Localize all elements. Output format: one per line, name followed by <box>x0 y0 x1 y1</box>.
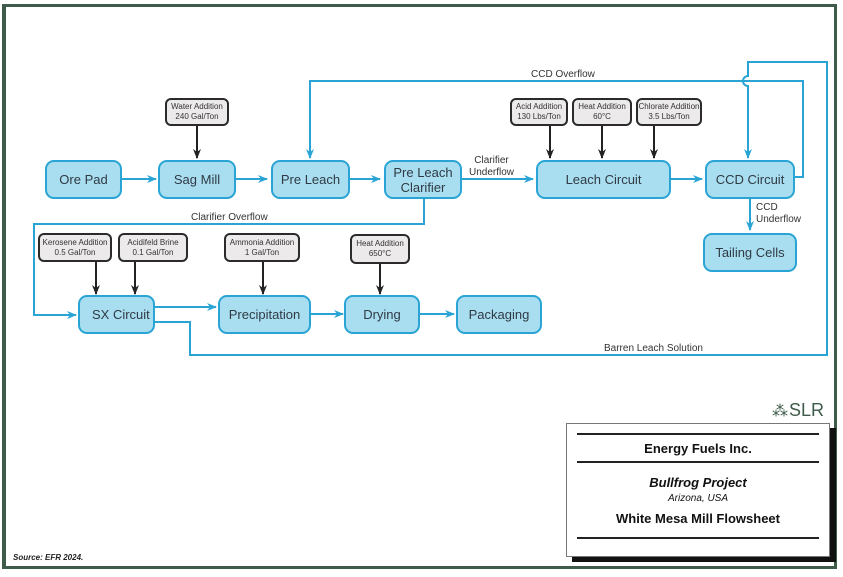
addition-name: Ammonia Addition <box>229 237 295 247</box>
node-label: Clarifier <box>400 179 446 195</box>
addition-acid: Acid Addition 130 Lbs/Ton <box>510 98 568 126</box>
node-sx-circuit: SX Circuit <box>78 295 155 334</box>
node-ore-pad: Ore Pad <box>45 160 122 199</box>
source-note: Source: EFR 2024. <box>13 553 84 562</box>
page-frame <box>2 4 837 569</box>
node-label: SX Circuit <box>92 307 150 322</box>
node-label: Leach Circuit <box>565 172 642 187</box>
addition-value: 0.1 Gal/Ton <box>132 247 174 257</box>
node-sag-mill: Sag Mill <box>158 160 236 199</box>
node-packaging: Packaging <box>456 295 542 334</box>
node-label: Pre Leach <box>393 164 453 180</box>
node-label: Packaging <box>468 307 530 322</box>
flow-ccd-overflow <box>306 80 804 178</box>
title-rule-bottom <box>577 537 819 539</box>
addition-heat-60: Heat Addition 60°C <box>572 98 632 126</box>
addition-name: Chlorate Addition <box>638 102 700 111</box>
addition-name: Heat Addition <box>356 239 404 248</box>
addition-name: Heat Addition <box>578 102 626 111</box>
node-tailing-cells: Tailing Cells <box>703 233 797 272</box>
project-location: Arizona, USA <box>667 493 729 504</box>
node-label: Sag Mill <box>173 172 221 187</box>
addition-ammonia: Ammonia Addition 1 Gal/Ton <box>224 233 300 262</box>
addition-name: Kerosene Addition <box>42 237 108 247</box>
label-line: Clarifier <box>474 155 509 166</box>
title-rule-top <box>577 433 819 435</box>
addition-value: 240 Gal/Ton <box>175 112 219 121</box>
addition-heat-650: Heat Addition 650°C <box>350 234 410 264</box>
figure-title: White Mesa Mill Flowsheet <box>616 511 780 526</box>
label-ccd-overflow: CCD Overflow <box>531 69 595 80</box>
slr-logo: ⁂SLR <box>772 400 824 421</box>
slr-logo-text: SLR <box>789 400 825 420</box>
addition-value: 60°C <box>593 112 611 121</box>
node-label: Drying <box>363 307 401 322</box>
node-label: CCD Circuit <box>715 172 785 187</box>
node-ccd-circuit: CCD Circuit <box>705 160 795 199</box>
node-label: Precipitation <box>228 307 301 322</box>
title-rule-mid <box>577 461 819 463</box>
addition-name: Acidifeld Brine <box>127 237 179 247</box>
label-line: CCD <box>756 202 778 213</box>
addition-name: Acid Addition <box>515 102 563 111</box>
node-precipitation: Precipitation <box>218 295 311 334</box>
addition-value: 3.5 Lbs/Ton <box>648 112 690 121</box>
label-clarifier-underflow: Clarifier Underflow <box>469 155 514 179</box>
addition-chlorate: Chlorate Addition 3.5 Lbs/Ton <box>636 98 702 126</box>
project-name: Bullfrog Project <box>649 475 747 490</box>
addition-name: Water Addition <box>171 102 223 111</box>
label-line: Underflow <box>756 214 802 225</box>
node-pre-leach: Pre Leach <box>271 160 350 199</box>
node-label: Pre Leach <box>280 172 341 187</box>
node-drying: Drying <box>344 295 420 334</box>
company-name: Energy Fuels Inc. <box>644 441 752 456</box>
title-block: Energy Fuels Inc. Bullfrog Project Arizo… <box>566 423 830 557</box>
label-line: Underflow <box>469 167 515 178</box>
slr-logo-icon: ⁂ <box>772 403 788 420</box>
node-pre-leach-clarifier: Pre Leach Clarifier <box>384 160 462 199</box>
addition-kerosene: Kerosene Addition 0.5 Gal/Ton <box>38 233 112 262</box>
node-label: Tailing Cells <box>715 245 785 260</box>
flow-clarifier-overflow <box>33 199 425 319</box>
flow-barren-leach-solution <box>155 61 828 356</box>
addition-value: 130 Lbs/Ton <box>517 112 561 121</box>
addition-acidifeld-brine: Acidifeld Brine 0.1 Gal/Ton <box>118 233 188 262</box>
addition-value: 650°C <box>368 249 392 258</box>
node-label: Ore Pad <box>59 172 108 187</box>
label-clarifier-overflow: Clarifier Overflow <box>191 212 268 223</box>
node-leach-circuit: Leach Circuit <box>536 160 671 199</box>
addition-value: 1 Gal/Ton <box>244 247 280 257</box>
addition-water: Water Addition 240 Gal/Ton <box>165 98 229 126</box>
label-ccd-underflow: CCD Underflow <box>756 202 801 226</box>
label-barren-leach-solution: Barren Leach Solution <box>604 343 703 354</box>
addition-value: 0.5 Gal/Ton <box>54 247 96 257</box>
